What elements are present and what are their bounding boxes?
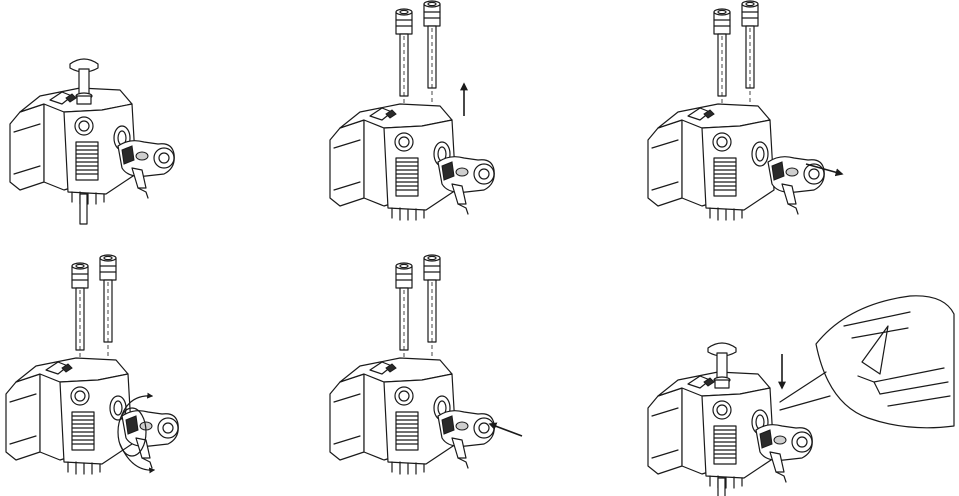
extruder-body — [329, 103, 457, 221]
cam-lever — [121, 410, 179, 469]
socket-bolt-right — [99, 254, 117, 369]
assembly-step-2 — [329, 0, 495, 221]
drive-shaft — [717, 477, 726, 496]
drive-shaft — [79, 193, 88, 225]
extruder-body — [647, 103, 775, 221]
extruder-body — [329, 357, 457, 475]
assembly-step-1 — [9, 58, 175, 225]
socket-bolt-right — [423, 0, 441, 115]
assembly-step-5 — [329, 254, 523, 475]
cam-lever — [117, 140, 175, 199]
extruder-body — [5, 357, 133, 475]
socket-bolt-right — [741, 0, 759, 115]
socket-bolt-right — [423, 254, 441, 369]
extruder-body — [647, 371, 775, 489]
cam-lever — [767, 156, 825, 215]
extruder-body — [9, 87, 137, 205]
assembly-step-4 — [5, 254, 179, 475]
rotation-path — [117, 407, 147, 457]
assembly-step-6 — [647, 295, 955, 496]
cam-lever — [437, 410, 495, 469]
direction-arrow-right — [805, 163, 844, 177]
direction-arrow-left — [488, 422, 523, 437]
cam-lever — [755, 424, 813, 483]
cam-lever — [437, 156, 495, 215]
detail-callout — [779, 295, 955, 429]
assembly-step-3 — [647, 0, 844, 221]
